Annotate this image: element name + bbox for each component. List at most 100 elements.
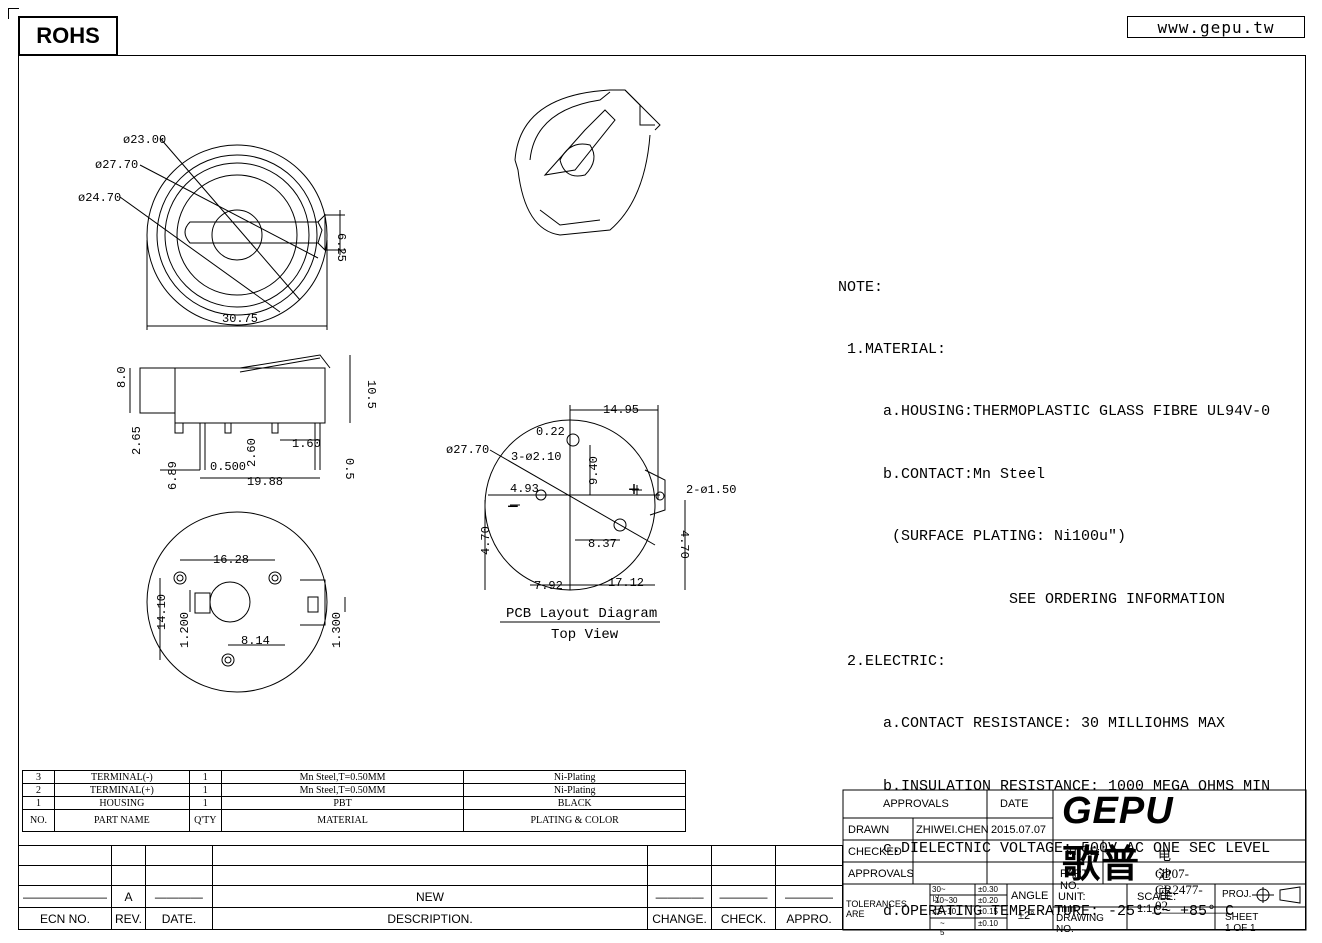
bom-plating: Ni-Plating — [463, 783, 686, 797]
dim-top-d2: ø27.70 — [95, 158, 138, 172]
dim-side-h2: 10.5 — [364, 380, 378, 409]
note-line: SEE ORDERING INFORMATION — [838, 590, 1226, 608]
tb-unit: UNIT: mm — [1058, 891, 1086, 915]
tb-approvals: APPROVALS — [883, 798, 949, 810]
bom-name: TERMINAL(-) — [53, 770, 190, 784]
table-row: 1 HOUSING 1 PBT BLACK — [22, 796, 686, 810]
dim-side-g: 19.88 — [247, 475, 283, 489]
dim-top-w: 30.75 — [222, 312, 258, 326]
tb-part-no: GP07-CR2477-02 — [1155, 866, 1203, 913]
dim-pcb-g: 2-ø1.50 — [686, 483, 736, 497]
tb-tol-value: ±0.10 — [978, 919, 998, 928]
dim-bottom-a: 16.28 — [213, 553, 249, 567]
dim-pcb-d: ø27.70 — [446, 443, 489, 457]
rev-header-date: DATE. — [144, 907, 213, 930]
bom-header-material: MATERIAL — [220, 809, 465, 832]
rev-header-rev: REV. — [110, 907, 146, 930]
note-line: a.CONTACT RESISTANCE: 30 MILLIOHMS MAX — [838, 715, 1226, 733]
note-line: d.OPERATING TEMPERATURE: -25° C~ +85° C — [838, 902, 1235, 920]
bottom-view — [146, 511, 346, 693]
title-block-lines — [842, 789, 1307, 931]
dim-bottom-b: 14.10 — [155, 594, 169, 630]
gepu-logo: GEPU歌普 — [1062, 790, 1174, 886]
dim-top-d1: ø23.00 — [123, 133, 166, 147]
bom-plating: BLACK — [463, 796, 686, 810]
top-view — [119, 137, 345, 330]
table-header: ECN NO. REV. DATE. DESCRIPTION. CHANGE. … — [18, 907, 843, 930]
tb-tol-range: ~ 5 — [940, 919, 945, 937]
tb-tol-value: ±0.20 — [978, 896, 998, 905]
table-row — [18, 865, 843, 886]
note-line: 2.ELECTRIC: — [838, 652, 947, 670]
dim-pcb-l: 17.12 — [608, 576, 644, 590]
bom-qty: 1 — [188, 770, 222, 784]
bom-name: TERMINAL(+) — [53, 783, 190, 797]
website-box — [1127, 16, 1305, 38]
tb-proj: PROJ. — [1222, 889, 1252, 900]
bom-header-name: PART NAME — [53, 809, 190, 832]
dim-side-c: 1.60 — [292, 437, 321, 451]
dim-pcb-i: 4.70 — [479, 526, 493, 555]
rev-header-check: CHECK. — [711, 907, 776, 930]
dim-side-d: 0.5 — [342, 458, 356, 480]
bom-table: 3 TERMINAL(-) 1 Mn Steel,T=0.50MM Ni-Pla… — [22, 770, 686, 832]
table-row: 2 TERMINAL(+) 1 Mn Steel,T=0.50MM Ni-Pla… — [22, 783, 686, 797]
dim-top-d3: ø24.70 — [78, 191, 121, 205]
tb-angle-tol: ±2° — [1018, 910, 1035, 922]
note-line: 1.MATERIAL: — [838, 340, 947, 358]
bom-header-qty: Q'TY — [188, 809, 222, 832]
dim-side-a: 2.65 — [130, 426, 144, 455]
tb-sheet: SHEET 1 OF 1 — [1225, 912, 1259, 934]
tb-tolerances: TOLERANCES ARE — [846, 899, 907, 919]
dim-pcb-h: 8.37 — [588, 537, 617, 551]
dim-side-f: 0.500 — [210, 460, 246, 474]
tb-checked: CHECKED — [848, 846, 902, 858]
bom-qty: 1 — [188, 796, 222, 810]
bom-material: Mn Steel,T=0.50MM — [220, 770, 465, 784]
dim-pcb-b: 0.22 — [536, 425, 565, 439]
bom-no: 2 — [22, 783, 55, 797]
rev-header-change: CHANGE. — [647, 907, 713, 930]
bom-material: PBT — [220, 796, 465, 810]
bom-name: HOUSING — [53, 796, 190, 810]
pcb-caption: PCB Layout Diagram — [506, 606, 657, 622]
dim-pcb-a: 14.95 — [603, 403, 639, 417]
note-line: c.DIELECTNIC VOLTAGE: 500V AC ONE SEC LE… — [838, 840, 1271, 858]
tb-scale: SCALE: 1:1 — [1137, 891, 1177, 915]
tb-tol-range: 10~30 — [935, 896, 958, 905]
tb-approvals2: APPROVALS — [848, 868, 914, 880]
dim-pcb-k: 7.92 — [534, 579, 563, 593]
bom-material: Mn Steel,T=0.50MM — [220, 783, 465, 797]
note-line: NOTE: — [838, 278, 884, 296]
bom-header-plating: PLATING & COLOR — [463, 809, 686, 832]
bom-no: 1 — [22, 796, 55, 810]
table-header: NO. PART NAME Q'TY MATERIAL PLATING & CO… — [22, 809, 686, 832]
bom-header-no: NO. — [22, 809, 55, 832]
rev-letter: A — [110, 885, 146, 908]
pcb-subcaption: Top View — [551, 627, 619, 643]
tb-drawn: DRAWN — [848, 824, 890, 836]
pcb-plus: + — [628, 480, 640, 503]
tb-date: DATE — [1000, 798, 1029, 810]
dim-bottom-d: 8.14 — [241, 634, 270, 648]
dim-bottom-c: 1.200 — [178, 612, 192, 648]
note-line: b.CONTACT:Mn Steel — [838, 465, 1046, 483]
note-line: b.INSULATION RESISTANCE: 1000 MEGA OHMS … — [838, 777, 1271, 795]
dim-bottom-e: 1.300 — [330, 612, 344, 648]
dim-pcb-f: 4.93 — [510, 482, 539, 496]
tb-drawing-no: DRAWING NO. — [1056, 913, 1104, 935]
tb-tol-value: ±0.30 — [978, 885, 998, 894]
dim-pcb-j: 4.70 — [677, 530, 691, 559]
rev-header-ecn: ECN NO. — [18, 907, 112, 930]
table-row: 3 TERMINAL(-) 1 Mn Steel,T=0.50MM Ni-Pla… — [22, 770, 686, 784]
bom-no: 3 — [22, 770, 55, 784]
pcb-minus: − — [507, 497, 519, 520]
tb-drawing-no-blank: ——————— — [1152, 907, 1229, 919]
revision-table: ——————— A ———— NEW ———————————— ECN NO. … — [18, 845, 843, 930]
table-row — [18, 845, 843, 866]
tb-tol-range: 30~以上 — [932, 885, 946, 915]
note-line: (SURFACE PLATING: Ni100u") — [838, 528, 1127, 546]
drawing-frame — [18, 55, 1306, 930]
tb-tol-value: ±0.15 — [978, 907, 998, 916]
website-label: www.gepu.tw — [1157, 17, 1275, 37]
